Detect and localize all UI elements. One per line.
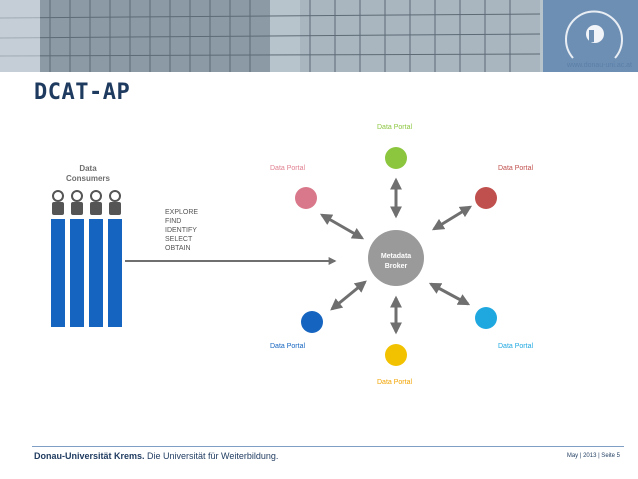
portal-node-top <box>385 147 407 169</box>
portal-label-top-right: Data Portal <box>498 165 534 172</box>
portal-node-top-right <box>475 187 497 209</box>
header-banner: www.donau-uni.ac.at <box>0 0 638 72</box>
portal-node-bottom <box>385 344 407 366</box>
arrow-top-left <box>319 213 365 240</box>
person-icon <box>52 190 64 215</box>
consumer-bar <box>70 219 84 327</box>
portal-node-bottom-right <box>475 307 497 329</box>
consumer-icons <box>52 190 121 215</box>
portal-label-bottom-left: Data Portal <box>270 343 306 350</box>
building-photo <box>0 0 638 72</box>
website-url[interactable]: www.donau-uni.ac.at <box>567 62 632 69</box>
person-icon <box>90 190 102 215</box>
arrow-bottom-right <box>428 282 471 306</box>
footer-page-info: May | 2013 | Seite 5 <box>566 453 620 459</box>
consumers-label: Data Consumers <box>60 164 116 184</box>
footer-institution: Donau-Universität Krems. <box>34 451 145 461</box>
portal-label-bottom: Data Portal <box>377 379 413 386</box>
action-list: EXPLORE FIND IDENTIFY SELECT OBTAIN <box>165 208 198 253</box>
broker-label: Metadata Broker <box>368 252 424 272</box>
metadata-broker-node <box>368 230 424 286</box>
portal-label-top-left: Data Portal <box>270 165 306 172</box>
portal-node-bottom-left <box>301 311 323 333</box>
portal-node-top-left <box>295 187 317 209</box>
action-item: IDENTIFY <box>165 227 197 234</box>
action-item: EXPLORE <box>165 209 199 216</box>
footer-slogan: Die Universität für Weiterbildung. <box>144 451 279 461</box>
broker-label-line1: Metadata <box>380 253 412 260</box>
portal-arrows <box>319 177 473 335</box>
action-item: FIND <box>165 218 182 225</box>
arrow-top-right <box>431 205 473 231</box>
arrow-bottom-left <box>330 280 367 311</box>
action-item: SELECT <box>165 236 193 243</box>
consumers-label-line2: Consumers <box>65 174 110 183</box>
portal-label-top: Data Portal <box>377 124 413 131</box>
broker-label-line2: Broker <box>384 263 408 270</box>
university-logo <box>543 0 638 72</box>
page-title: DCAT-AP <box>34 80 131 105</box>
person-icon <box>71 190 83 215</box>
portal-nodes <box>295 147 497 366</box>
footer-divider <box>32 446 624 447</box>
consumer-bar <box>108 219 122 327</box>
consumer-bar <box>51 219 65 327</box>
consumers-label-line1: Data <box>79 164 97 173</box>
portal-label-bottom-right: Data Portal <box>498 343 534 350</box>
person-icon <box>109 190 121 215</box>
action-item: OBTAIN <box>165 245 191 252</box>
footer-tagline: Donau-Universität Krems. Die Universität… <box>34 451 278 461</box>
consumer-bars <box>51 219 122 327</box>
consumer-bar <box>89 219 103 327</box>
